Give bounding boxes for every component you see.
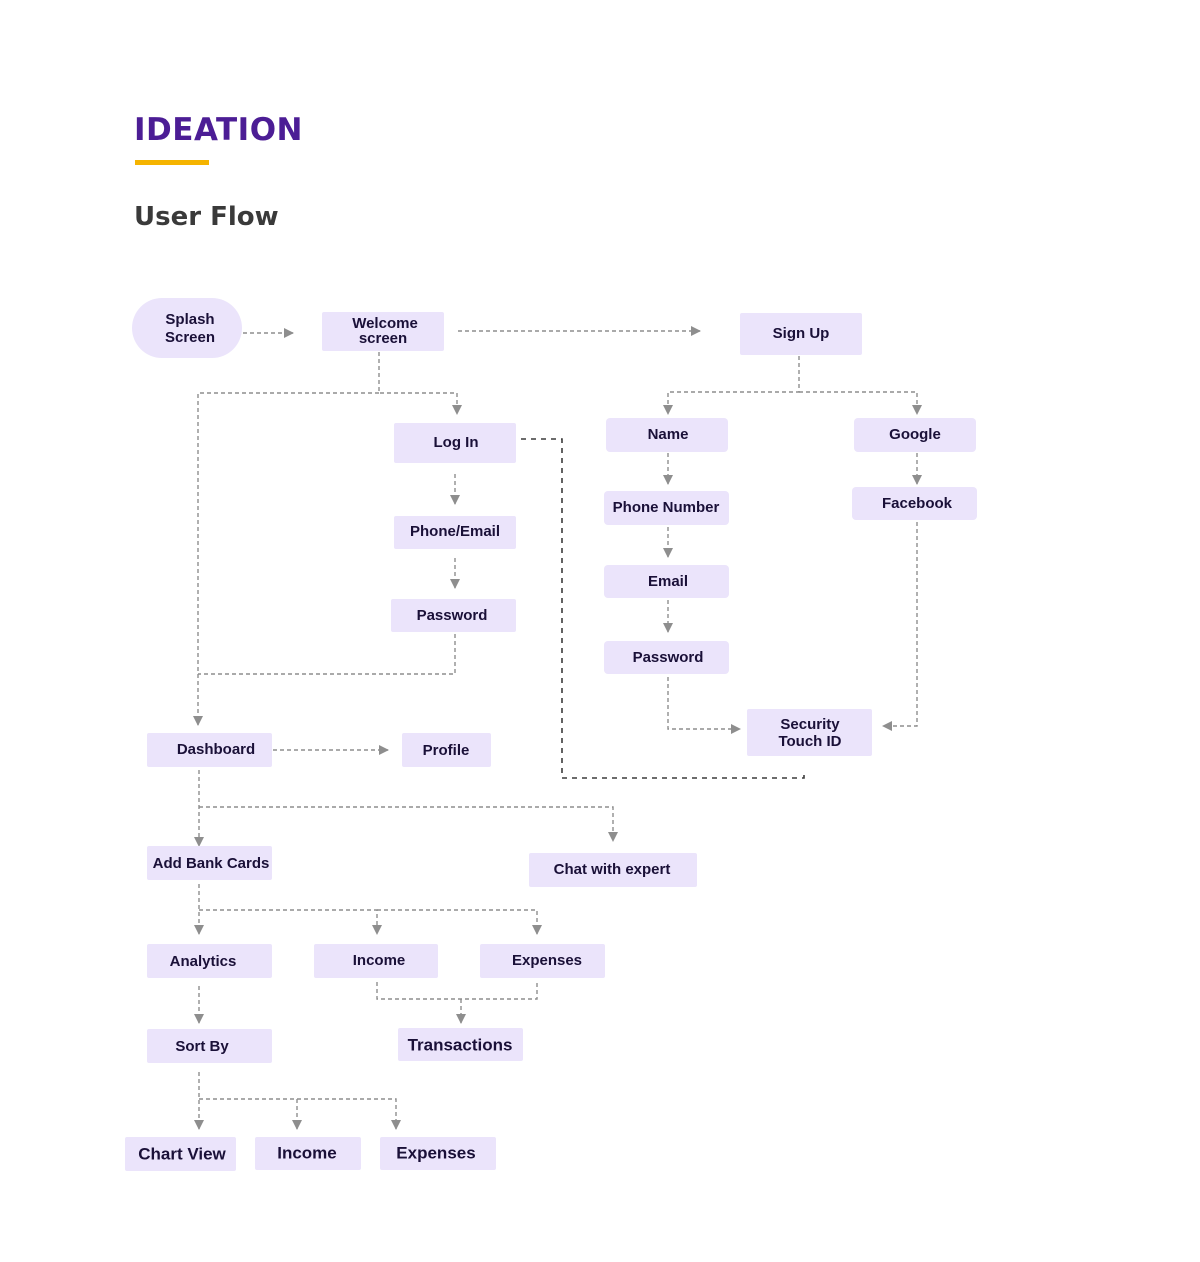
- node-phone-number[interactable]: Phone Number: [604, 491, 729, 525]
- node-income-sort[interactable]: Income: [255, 1137, 361, 1170]
- node-chart-view[interactable]: Chart View: [125, 1137, 236, 1171]
- node-google[interactable]: Google: [854, 418, 976, 452]
- title-underline: [135, 160, 209, 165]
- svg-text:Sign Up: Sign Up: [773, 325, 830, 342]
- node-income[interactable]: Income: [314, 944, 438, 978]
- page-subtitle: User Flow: [134, 202, 279, 232]
- svg-text:Add Bank Cards: Add Bank Cards: [153, 855, 270, 872]
- node-chat-with-expert[interactable]: Chat with expert: [529, 853, 697, 887]
- edge-login-security: [521, 438, 805, 779]
- edge-income-transactions: [376, 982, 538, 1000]
- svg-text:Chat with expert: Chat with expert: [554, 861, 671, 878]
- svg-text:Password: Password: [417, 607, 488, 624]
- svg-text:Welcome: Welcome: [352, 315, 418, 332]
- edge-welcome-login: [378, 352, 462, 415]
- edge-sortby-expenses: [297, 1098, 401, 1130]
- node-profile[interactable]: Profile: [402, 733, 491, 767]
- edge-signup-name: [663, 356, 800, 415]
- node-email[interactable]: Email: [604, 565, 729, 598]
- svg-text:screen: screen: [359, 330, 407, 347]
- svg-text:Income: Income: [277, 1143, 337, 1162]
- svg-text:Facebook: Facebook: [882, 495, 953, 512]
- svg-text:Transactions: Transactions: [408, 1035, 513, 1054]
- svg-text:Phone/Email: Phone/Email: [410, 523, 500, 540]
- svg-text:Splash: Splash: [165, 311, 214, 328]
- edges: [193, 326, 922, 1130]
- edge-facebook-security: [882, 522, 918, 731]
- svg-text:Password: Password: [633, 649, 704, 666]
- node-expenses[interactable]: Expenses: [480, 944, 605, 978]
- svg-text:Expenses: Expenses: [396, 1143, 475, 1162]
- edge-signup-google: [799, 391, 922, 415]
- node-sign-up[interactable]: Sign Up: [740, 313, 862, 355]
- node-add-bank-cards[interactable]: Add Bank Cards: [147, 846, 272, 880]
- svg-text:Dashboard: Dashboard: [177, 741, 255, 758]
- node-expenses-sort[interactable]: Expenses: [380, 1137, 496, 1170]
- svg-text:Name: Name: [648, 426, 689, 443]
- node-sort-by[interactable]: Sort By: [147, 1029, 272, 1063]
- svg-text:Income: Income: [353, 952, 406, 969]
- node-name[interactable]: Name: [606, 418, 728, 452]
- node-transactions[interactable]: Transactions: [398, 1028, 523, 1061]
- edge-addbank-income: [199, 909, 382, 935]
- edge-welcome-dashboard: [193, 392, 379, 726]
- edge-password-security: [667, 677, 741, 734]
- svg-text:Email: Email: [648, 573, 688, 590]
- node-password-signup[interactable]: Password: [604, 641, 729, 674]
- node-facebook[interactable]: Facebook: [852, 487, 977, 520]
- node-log-in[interactable]: Log In: [394, 423, 516, 463]
- svg-text:Security: Security: [780, 716, 840, 733]
- edge-sortby-income: [199, 1098, 302, 1130]
- edge-password-dashboard: [198, 634, 456, 675]
- svg-text:Phone Number: Phone Number: [613, 499, 720, 516]
- node-dashboard[interactable]: Dashboard: [147, 733, 272, 767]
- node-security-touch-id[interactable]: Security Touch ID: [747, 709, 872, 756]
- svg-text:Expenses: Expenses: [512, 952, 582, 969]
- edge-addbank-expenses: [377, 909, 542, 935]
- svg-text:Sort By: Sort By: [175, 1038, 229, 1055]
- node-password-login[interactable]: Password: [391, 599, 516, 632]
- svg-text:Chart View: Chart View: [138, 1144, 226, 1163]
- svg-text:Profile: Profile: [423, 742, 470, 759]
- nodes: Splash Screen Welcome screen Sign Up Log…: [125, 298, 977, 1171]
- edge-dashboard-chat: [199, 806, 618, 842]
- node-analytics[interactable]: Analytics: [147, 944, 272, 978]
- svg-text:Google: Google: [889, 426, 941, 443]
- svg-text:Log In: Log In: [434, 434, 479, 451]
- svg-text:Touch ID: Touch ID: [778, 733, 841, 750]
- node-splash-screen[interactable]: Splash Screen: [132, 298, 242, 358]
- page-title: IDEATION: [134, 112, 304, 148]
- node-phone-email[interactable]: Phone/Email: [394, 516, 516, 549]
- node-welcome-screen[interactable]: Welcome screen: [322, 312, 444, 351]
- svg-text:Analytics: Analytics: [170, 953, 237, 970]
- svg-text:Screen: Screen: [165, 329, 215, 346]
